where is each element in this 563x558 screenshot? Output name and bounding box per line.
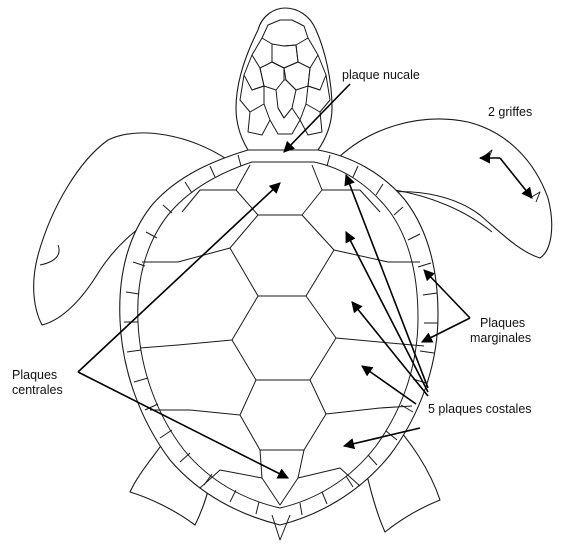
label-griffes: 2 griffes	[488, 105, 532, 119]
label-centrales-line2: centrales	[12, 383, 63, 397]
label-plaque-nucale: plaque nucale	[342, 68, 420, 82]
label-marginales-line2: marginales	[470, 331, 531, 345]
label-centrales-line1: Plaques	[12, 368, 57, 382]
label-marginales-line1: Plaques	[480, 316, 525, 330]
label-plaques-costales: 5 plaques costales	[428, 402, 532, 416]
